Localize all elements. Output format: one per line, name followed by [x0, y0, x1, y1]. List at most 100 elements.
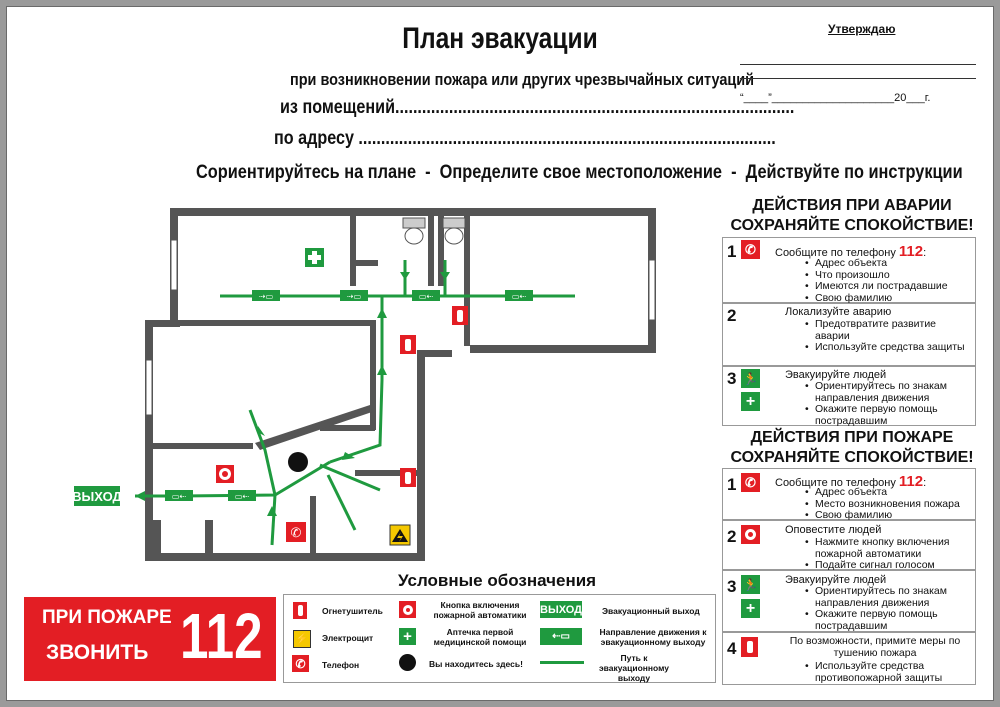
instruction-act: Действуйте по инструкции [745, 162, 963, 183]
step-lead: Локализуйте аварию [785, 306, 892, 318]
toilet-icon [402, 217, 426, 245]
fire-button-icon [399, 601, 416, 618]
direction-sign: ⇢▭ [340, 290, 368, 301]
electric-panel-icon: ⚡ [293, 630, 311, 648]
legend-exit: Эвакуационный выход [602, 606, 700, 616]
legend-title: Условные обозначения [398, 571, 597, 590]
legend-path: Путь к эвакуационному выходу [598, 653, 670, 683]
callout-number: 112 [180, 600, 263, 672]
rooms-line: из помещений............................… [280, 97, 795, 118]
walls [145, 208, 656, 561]
step-number: 1 [727, 242, 737, 261]
floor-plan: ⇢▭ ⇢▭ ▭⇠ ▭⇠ ▭⇠ ▭⇠ ✆ ВЫХОД [72, 208, 656, 561]
direction-arrows [135, 272, 450, 516]
instruction-locate: Определите свое местоположение [439, 162, 723, 183]
legend-phone: Телефон [322, 660, 360, 670]
step-number: 2 [727, 306, 737, 325]
svg-text:▭⇠: ▭⇠ [172, 492, 187, 501]
fire-step-4: 4 По возможности, примите меры по тушени… [722, 632, 976, 685]
address-line: по адресу ..............................… [274, 128, 776, 149]
accident-heading: ДЕЙСТВИЯ ПРИ АВАРИИ [752, 197, 952, 214]
legend-you-are-here: Вы находитесь здесь! [429, 659, 523, 669]
approval-date: “____”____________________20___г. [740, 92, 931, 104]
exit-sign: ВЫХОД [72, 486, 123, 506]
svg-text:✆: ✆ [291, 526, 302, 541]
step-bullets: Используйте средства противопожарной защ… [805, 660, 965, 684]
fire-step-1: 1 ✆ Сообщите по телефону 112: Адрес объе… [722, 468, 976, 522]
legend-electric: Электрощит [322, 633, 374, 643]
step-number: 1 [727, 475, 737, 494]
step-number: 3 [727, 577, 737, 596]
svg-text:⇢▭: ⇢▭ [259, 292, 273, 301]
phone-icon: ✆ [741, 240, 760, 259]
step-bullets: Адрес объекта Что произошло Имеются ли п… [805, 257, 948, 304]
step-number: 3 [727, 369, 737, 388]
extinguisher-icon [400, 468, 416, 487]
phone-icon: ✆ [741, 473, 760, 492]
callout-line2: ЗВОНИТЬ [46, 641, 149, 664]
approval-label: Утверждаю [828, 22, 896, 36]
evacuation-path [135, 260, 575, 546]
direction-sign: ▭⇠ [505, 290, 533, 301]
step-lead: Эвакуируйте людей [785, 369, 887, 381]
approval-line [740, 78, 976, 79]
exit-sign-label: ВЫХОД [72, 489, 122, 504]
subtitle: при возникновении пожара или других чрез… [290, 70, 755, 89]
fire-step-3: 3 🏃 + Эвакуируйте людей Ориентируйтесь п… [722, 570, 976, 632]
page-title: План эвакуации [402, 22, 598, 55]
instruction-sep: - [731, 162, 737, 183]
fire-button-icon [741, 525, 760, 544]
first-aid-icon: + [741, 599, 760, 618]
path-line-icon [540, 661, 584, 664]
fire-calm: СОХРАНЯЙТЕ СПОКОЙСТВИЕ! [730, 449, 974, 466]
instruction-orient: Сориентируйтесь на плане [196, 162, 417, 183]
running-man-icon: 🏃 [741, 369, 760, 388]
fire-button-icon [216, 465, 234, 483]
extinguisher-icon [293, 602, 307, 619]
first-aid-icon: + [741, 392, 760, 411]
step-lead: Эвакуируйте людей [785, 574, 887, 586]
you-are-here-icon [399, 654, 416, 671]
instructions-line: Сориентируйтесь на плане - Определите св… [196, 162, 963, 184]
electric-panel-icon [389, 524, 411, 546]
step-bullets: Адрес объекта Место возникновения пожара… [805, 486, 960, 522]
legend-exit-sign: ВЫХОД [540, 601, 582, 618]
extinguisher-icon [452, 306, 468, 325]
direction-sign: ⇢▭ [252, 290, 280, 301]
step-lead: По возможности, примите меры по тушению … [789, 635, 961, 659]
step-bullets: Ориентируйтесь по знакам направления дви… [805, 585, 970, 632]
accident-step-2: 2 Локализуйте аварию Предотвратите разви… [722, 303, 976, 366]
instruction-sep: - [425, 162, 431, 183]
direction-sign-icon: ⇠▭ [540, 628, 582, 645]
legend-extinguisher: Огнетушитель [322, 606, 383, 616]
legend: Огнетушитель Кнопка включения пожарной а… [283, 594, 716, 683]
svg-text:▭⇠: ▭⇠ [235, 492, 250, 501]
accident-step-1: 1 ✆ Сообщите по телефону 112: Адрес объе… [722, 237, 976, 304]
legend-first-aid: Аптечка первой медицинской помощи [433, 627, 527, 647]
legend-fire-button: Кнопка включения пожарной автоматики [433, 600, 527, 620]
running-man-icon: 🏃 [741, 575, 760, 594]
direction-sign: ▭⇠ [165, 490, 193, 501]
extinguisher-icon [400, 335, 416, 354]
toilet-icon [442, 217, 466, 245]
approval-line [740, 64, 976, 65]
fire-step-2: 2 Оповестите людей Нажмите кнопку включе… [722, 520, 976, 572]
phone-icon: ✆ [286, 522, 306, 542]
first-aid-icon: + [399, 628, 416, 645]
first-aid-icon [305, 248, 324, 267]
you-are-here-icon [288, 452, 308, 472]
step-bullets: Ориентируйтесь по знакам направления дви… [805, 380, 970, 427]
accident-step-3: 3 🏃 + Эвакуируйте людей Ориентируйтесь п… [722, 366, 976, 426]
legend-direction: Направление движения к эвакуационному вы… [599, 627, 707, 647]
windows [145, 239, 656, 416]
call-112-banner: ПРИ ПОЖАРЕ ЗВОНИТЬ 112 [24, 597, 276, 681]
step-bullets: Нажмите кнопку включения пожарной автома… [805, 536, 970, 572]
direction-sign: ▭⇠ [228, 490, 256, 501]
accident-calm: СОХРАНЯЙТЕ СПОКОЙСТВИЕ! [730, 217, 974, 234]
svg-text:▭⇠: ▭⇠ [419, 292, 434, 301]
step-bullets: Предотвратите развитие аварии Используйт… [805, 318, 965, 354]
fire-heading: ДЕЙСТВИЯ ПРИ ПОЖАРЕ [750, 429, 954, 446]
phone-icon: ✆ [292, 655, 309, 672]
callout-line1: ПРИ ПОЖАРЕ [42, 607, 172, 628]
step-lead: Оповестите людей [785, 524, 882, 536]
